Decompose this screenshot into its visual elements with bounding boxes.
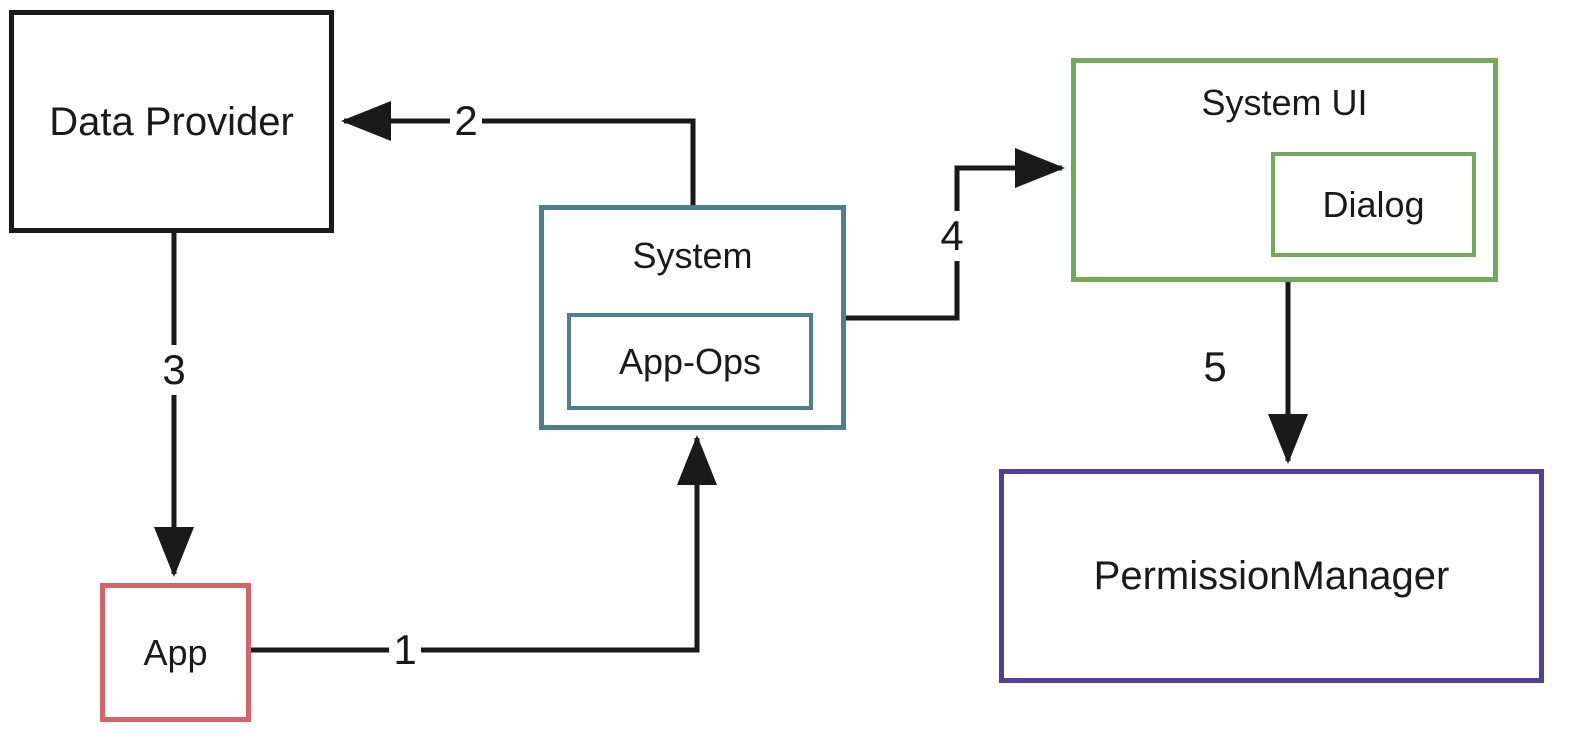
edge-2-path [340,101,696,205]
edge-label-4: 4 [936,211,968,261]
edge-label-5: 5 [1199,342,1231,392]
node-permission-manager-label: PermissionManager [1093,554,1450,598]
node-permission-manager[interactable]: PermissionManager [999,469,1544,683]
node-app-ops-label: App-Ops [618,340,762,382]
edge-label-2: 2 [450,96,482,146]
node-app-label: App [143,631,208,673]
node-app[interactable]: App [100,583,251,722]
edge-label-1: 1 [389,625,421,675]
node-dialog-label: Dialog [1322,183,1425,225]
edge-1-path [251,434,717,653]
node-data-provider[interactable]: Data Provider [9,10,334,233]
node-app-ops[interactable]: App-Ops [567,313,813,410]
node-data-provider-label: Data Provider [49,99,294,144]
node-system-label: System [632,235,753,276]
node-system-ui-label: System UI [1201,82,1368,123]
node-dialog[interactable]: Dialog [1271,152,1476,257]
edge-label-3: 3 [158,345,190,395]
